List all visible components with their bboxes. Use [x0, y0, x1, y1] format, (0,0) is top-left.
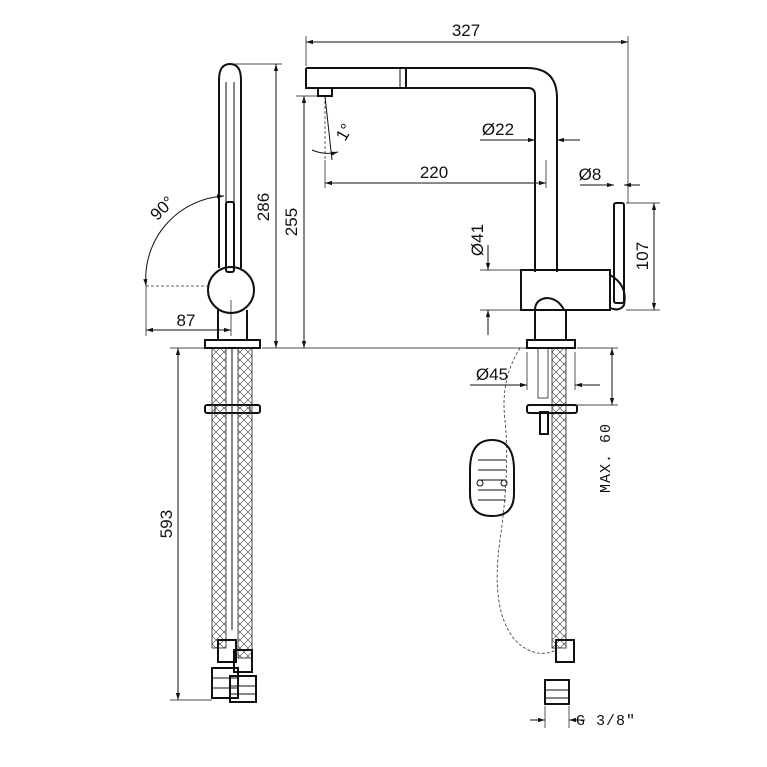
- label-255: 255: [282, 208, 301, 236]
- side-view: [143, 62, 261, 703]
- label-220: 220: [420, 163, 448, 182]
- label-87: 87: [177, 311, 196, 330]
- label-diameter-41: Ø41: [468, 224, 487, 256]
- side-hose-left: [211, 347, 227, 649]
- front-view: [305, 36, 660, 728]
- front-body: [520, 269, 611, 311]
- label-angle-1: 1°: [332, 120, 357, 144]
- label-diameter-22: Ø22: [482, 120, 514, 139]
- height-dimensions: [230, 63, 530, 349]
- label-thread: G 3/8": [576, 713, 636, 730]
- label-593: 593: [157, 510, 176, 538]
- label-327: 327: [452, 21, 480, 40]
- front-spout: [306, 67, 558, 272]
- spray-outlet: [317, 87, 333, 97]
- label-107: 107: [633, 242, 652, 270]
- label-diameter-45: Ø45: [476, 365, 508, 384]
- front-hose-left: [537, 347, 549, 399]
- front-hose-right: [551, 347, 567, 649]
- label-diameter-8: Ø8: [579, 165, 602, 184]
- label-max-60: MAX. 60: [598, 423, 615, 493]
- side-base-plate: [204, 339, 261, 349]
- label-angle-90: 90°: [147, 193, 179, 225]
- front-base-plate: [526, 339, 576, 349]
- rotation-arc: [143, 194, 225, 287]
- side-hose-right: [237, 347, 253, 659]
- front-lever: [613, 202, 625, 304]
- pullout-hose-path: [496, 347, 557, 654]
- side-lever: [225, 201, 235, 273]
- label-286: 286: [254, 193, 273, 221]
- counterweight: [469, 438, 515, 518]
- side-spout-tube: [218, 62, 242, 268]
